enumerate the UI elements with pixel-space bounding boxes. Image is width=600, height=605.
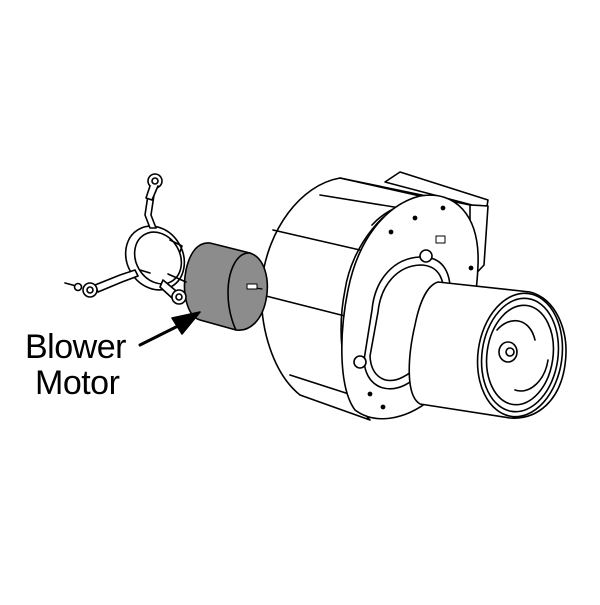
callout-arrow [138, 311, 201, 347]
label-line-1: Blower [25, 328, 126, 366]
mounting-bracket [64, 173, 187, 305]
label-line-2: Motor [35, 364, 120, 402]
blower-motor-label: Blower Motor [25, 329, 126, 401]
inducer-wheel [408, 281, 567, 419]
blower-motor [183, 242, 269, 331]
